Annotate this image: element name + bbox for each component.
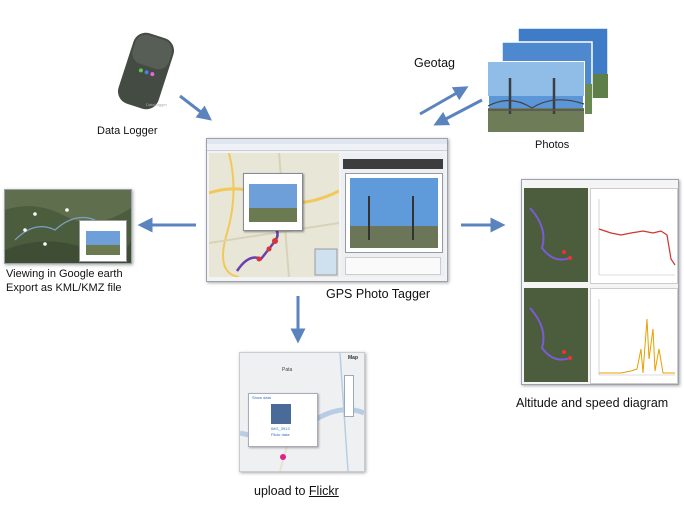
flickr-label-prefix: upload to [254, 484, 309, 498]
geotag-label: Geotag [414, 56, 455, 70]
flickr-link[interactable]: Flickr [309, 484, 339, 498]
device-text: DataLogger [146, 102, 167, 107]
gps-photo-tagger-label: GPS Photo Tagger [326, 287, 430, 301]
flickr-popup-title: Show data [252, 395, 271, 400]
altitude-map [524, 188, 588, 282]
arrow-tagger-to-photos [420, 90, 462, 114]
altitude-chart [590, 188, 678, 284]
flickr-map-label: Map [348, 355, 358, 361]
altitude-speed-label: Altitude and speed diagram [516, 396, 668, 410]
photos-stack [488, 28, 610, 132]
altitude-speed-screenshot [521, 179, 679, 385]
data-logger-device: DataLogger [111, 28, 181, 114]
arrow-logger-to-tagger [180, 96, 206, 116]
photos-label: Photos [535, 139, 569, 151]
flickr-map-screenshot: Pata Map Show data IMG_3913 Flickr data [239, 352, 365, 472]
speed-map [524, 288, 588, 382]
google-earth-screenshot [4, 189, 132, 264]
google-earth-label-line2: Export as KML/KMZ file [6, 282, 122, 294]
arrow-photos-to-tagger [440, 100, 482, 122]
flickr-place-label: Pata [282, 367, 292, 373]
tagger-map-pane [209, 153, 339, 277]
flickr-photo-caption: IMG_3913 [271, 426, 290, 431]
flickr-popup: Show data IMG_3913 Flickr data [248, 393, 318, 447]
google-earth-label-line1: Viewing in Google earth [6, 268, 123, 280]
speed-chart [590, 288, 678, 384]
tagger-photo-pane [341, 153, 445, 277]
flickr-photo-link[interactable]: Flickr data [271, 432, 289, 437]
flickr-label: upload to Flickr [254, 484, 339, 498]
gps-photo-tagger-screenshot [206, 138, 448, 282]
data-logger-label: Data Logger [97, 125, 158, 137]
